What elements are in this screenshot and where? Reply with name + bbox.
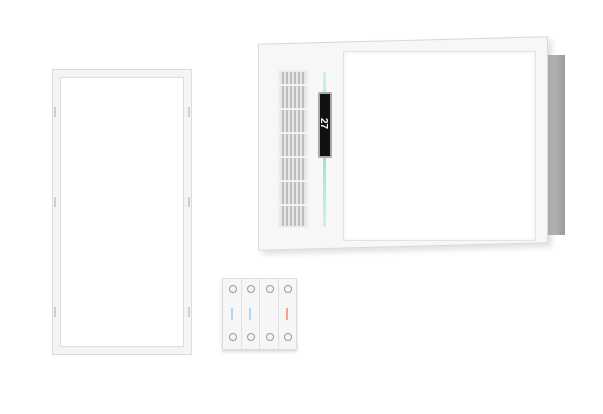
- dryer-icon: [284, 285, 293, 293]
- key-indicator: [249, 308, 252, 321]
- switch-key-heat[interactable]: [260, 279, 279, 349]
- mode-icon: [228, 333, 237, 341]
- frame-clip: [188, 107, 190, 117]
- switch-key-light[interactable]: [223, 279, 242, 349]
- frame-clip: [54, 307, 56, 317]
- key-indicator: [230, 308, 233, 321]
- led-light-panel: [343, 51, 536, 241]
- wall-control-switch: [222, 278, 297, 350]
- temperature-display: 27: [318, 92, 332, 158]
- power-icon: [284, 333, 293, 341]
- key-indicator: [286, 308, 289, 321]
- light-icon: [228, 285, 237, 293]
- heater-side-housing: [545, 55, 565, 235]
- grille-crossbars: [278, 70, 308, 228]
- frame-clip: [188, 197, 190, 207]
- heat-mode-icon: [265, 333, 274, 341]
- ventilation-icon: [247, 333, 256, 341]
- frame-clip: [54, 197, 56, 207]
- heat-icon: [265, 285, 274, 293]
- switch-key-dry[interactable]: [279, 279, 297, 349]
- frame-clip: [54, 107, 56, 117]
- frame-clip: [188, 307, 190, 317]
- switch-key-fan[interactable]: [242, 279, 260, 349]
- fan-icon: [247, 285, 256, 293]
- ceiling-mounting-frame: [53, 70, 191, 354]
- display-temperature: 27: [318, 117, 330, 130]
